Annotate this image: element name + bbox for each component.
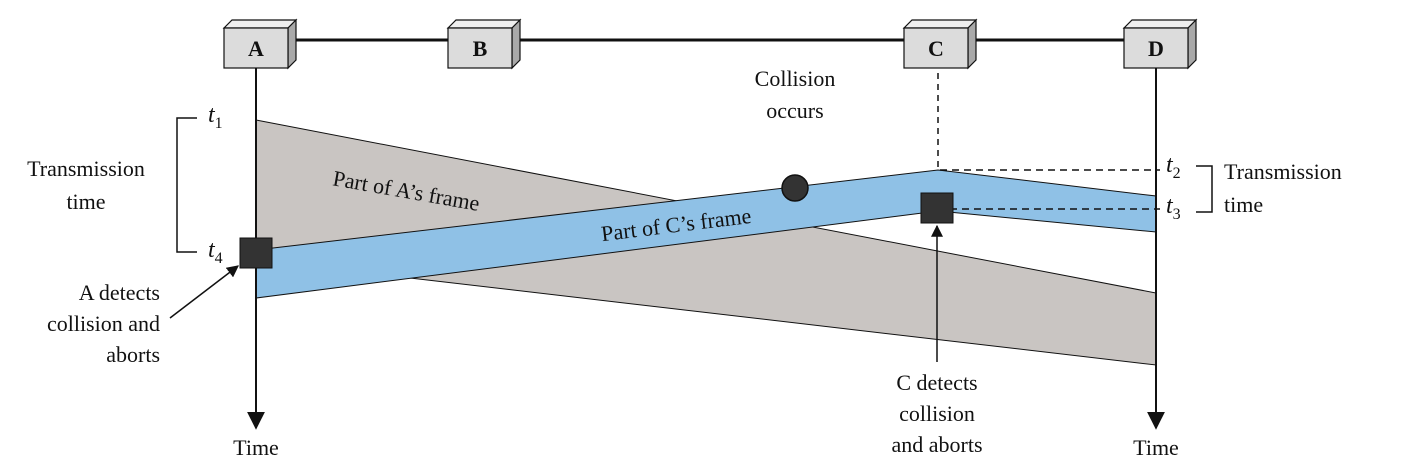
c-detect-marker (920, 192, 954, 224)
left-transmission-bracket (176, 117, 197, 253)
c-detects-label-line2: collision (899, 401, 975, 426)
right-transmission-label-line1: Transmission (1224, 159, 1342, 184)
a-detects-arrow (169, 265, 239, 319)
a-detects-label-line1: A detects (79, 280, 160, 305)
c-detects-label-line3: and aborts (891, 432, 982, 457)
right-transmission-label-line2: time (1224, 192, 1263, 217)
station-d-label: D (1148, 36, 1164, 61)
a-detects-label-line2: collision and (47, 311, 160, 336)
collision-label-line1: Collision (755, 66, 836, 91)
a-detect-marker (239, 237, 273, 269)
collision-marker (781, 174, 809, 202)
station-c-box: C (902, 18, 978, 70)
station-a-box: A (222, 18, 298, 70)
collision-label-line2: occurs (766, 98, 823, 123)
time-label-a: Time (233, 435, 279, 460)
time-label-d: Time (1133, 435, 1179, 460)
station-b-box: B (446, 18, 522, 70)
left-transmission-label-line1: Transmission (27, 156, 145, 181)
station-a-label: A (248, 36, 264, 61)
station-c-label: C (928, 36, 944, 61)
t2-label: t2 (1166, 152, 1181, 182)
c-detects-label-line1: C detects (896, 370, 977, 395)
t3-label: t3 (1166, 193, 1181, 223)
station-d-box: D (1122, 18, 1198, 70)
right-transmission-bracket (1196, 165, 1213, 213)
t4-label: t4 (208, 237, 223, 267)
station-b-label: B (473, 36, 488, 61)
left-transmission-label-line2: time (66, 189, 105, 214)
a-detects-label-line3: aborts (106, 342, 160, 367)
t1-label: t1 (208, 102, 223, 132)
